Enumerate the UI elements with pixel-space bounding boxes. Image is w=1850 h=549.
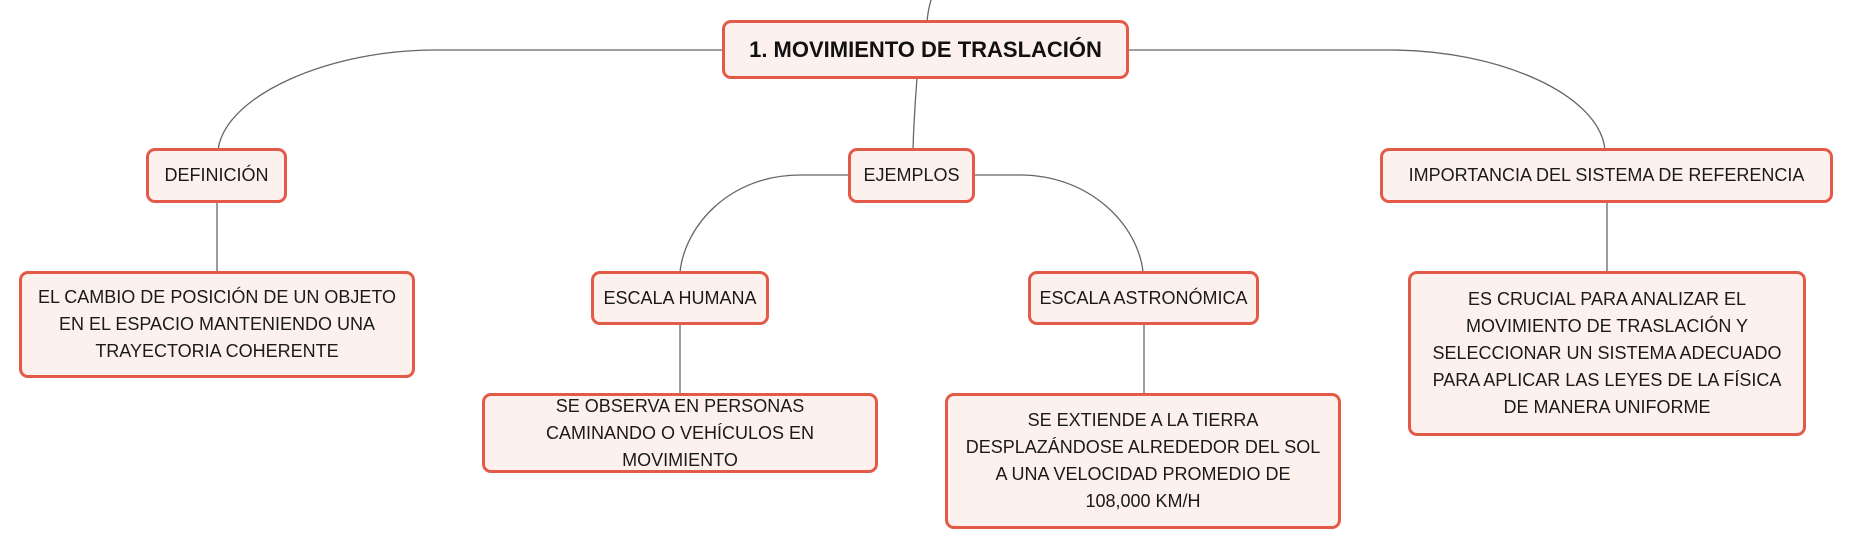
topic-ejemplos[interactable]: EJEMPLOS — [848, 148, 975, 203]
connector-ejemplos-to-humana — [679, 174, 848, 273]
root-topic[interactable]: 1. MOVIMIENTO DE TRASLACIÓN — [722, 20, 1129, 79]
connector-ejemplos-to-astronomica — [975, 174, 1144, 273]
topic-escala-humana[interactable]: ESCALA HUMANA — [591, 271, 769, 325]
detail-escala-astronomica[interactable]: SE EXTIENDE A LA TIERRA DESPLAZÁNDOSE AL… — [945, 393, 1341, 529]
topic-escala-astronomica[interactable]: ESCALA ASTRONÓMICA — [1028, 271, 1259, 325]
connector-root-to-ejemplos — [912, 77, 918, 151]
connector-root-to-definicion — [217, 49, 722, 151]
detail-importancia[interactable]: ES CRUCIAL PARA ANALIZAR EL MOVIMIENTO D… — [1408, 271, 1806, 436]
detail-definicion[interactable]: EL CAMBIO DE POSICIÓN DE UN OBJETO EN EL… — [19, 271, 415, 378]
detail-escala-humana[interactable]: SE OBSERVA EN PERSONAS CAMINANDO O VEHÍC… — [482, 393, 878, 473]
connector-parent-to-root — [926, 0, 932, 23]
topic-definicion[interactable]: DEFINICIÓN — [146, 148, 287, 203]
connector-root-to-importancia — [1129, 49, 1606, 151]
topic-importancia[interactable]: IMPORTANCIA DEL SISTEMA DE REFERENCIA — [1380, 148, 1833, 203]
